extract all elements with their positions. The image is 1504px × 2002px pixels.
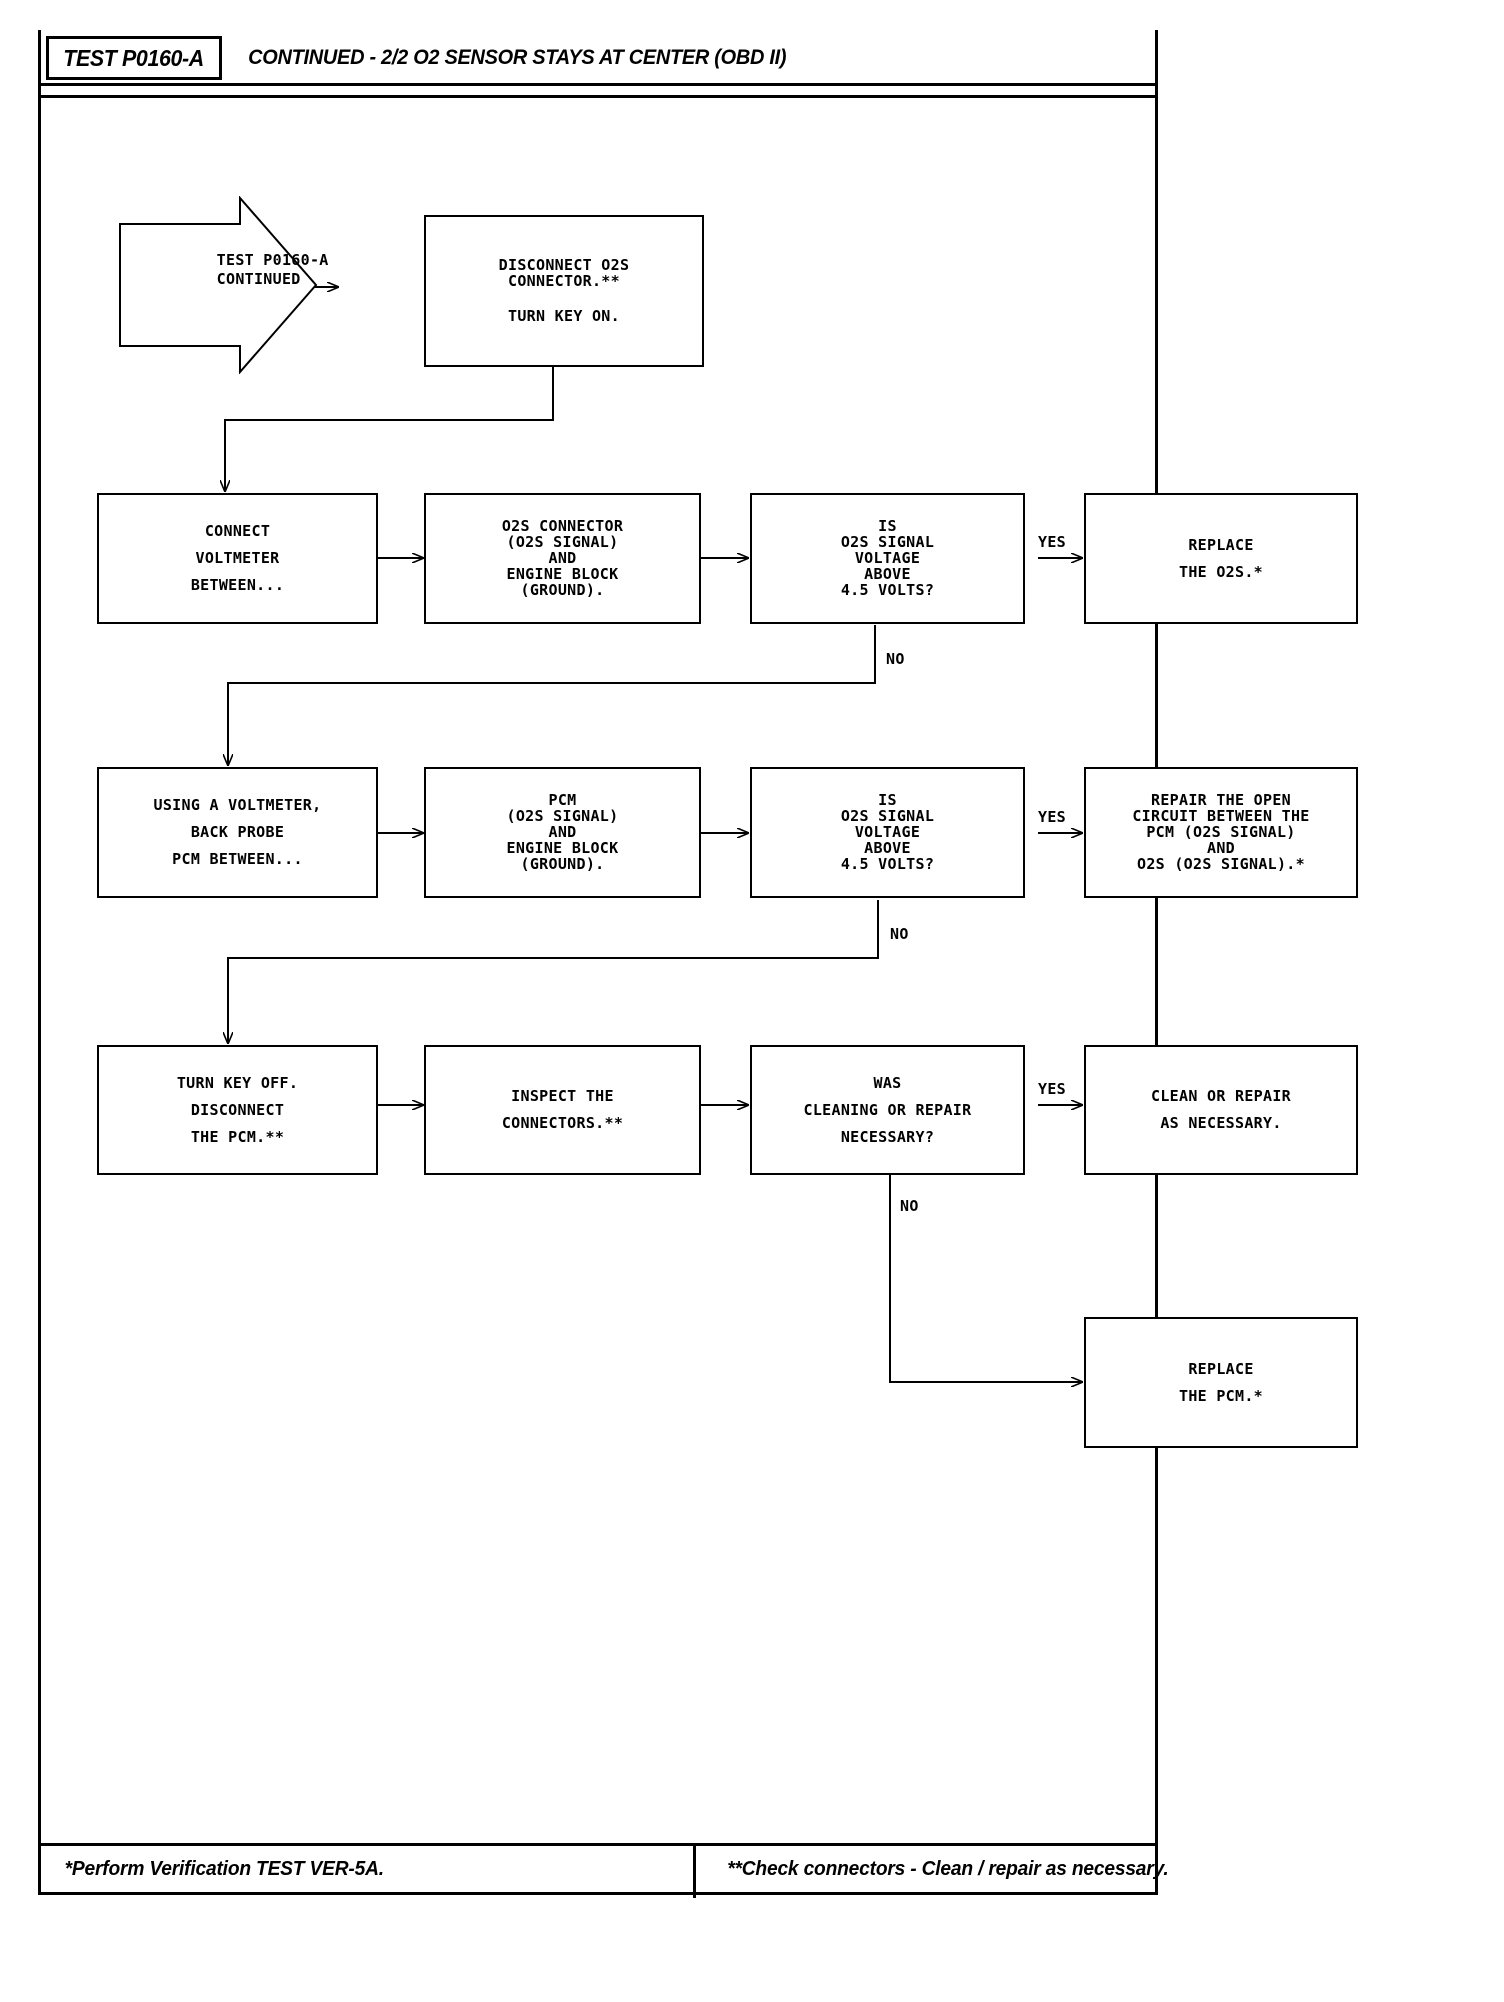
turn-key-off-line-2: THE PCM.** (190, 1127, 285, 1146)
edge-label-yes-2: YES (1038, 808, 1066, 826)
measure-point-o2s-connector[interactable]: O2S CONNECTOR (O2S SIGNAL) AND ENGINE BL… (424, 493, 701, 624)
header-rule (38, 95, 1158, 98)
footer-note-left-label: *Perform Verification TEST VER-5A. (64, 1857, 384, 1880)
turn-key-off-line-0: TURN KEY OFF. (176, 1073, 299, 1092)
edge-label-no-2: NO (890, 925, 909, 943)
pcm-signal-line-2: AND (548, 823, 577, 841)
step-disconnect-o2s-connector[interactable]: DISCONNECT O2S CONNECTOR.** TURN KEY ON. (424, 215, 704, 367)
decision-cleaning-or-repair-necessary[interactable]: WAS CLEANING OR REPAIR NECESSARY? (750, 1045, 1025, 1175)
replace-o2s-line-0: REPLACE (1188, 535, 1254, 554)
footer-note-right-label: **Check connectors - Clean / repair as n… (727, 1857, 1169, 1880)
o2s-connector-line-3: ENGINE BLOCK (506, 565, 619, 583)
decision-pcm-line-0: IS (878, 791, 897, 809)
decision-pcm-line-4: 4.5 VOLTS? (840, 855, 935, 873)
decision-o2s-line-2: VOLTAGE (854, 549, 921, 567)
o2s-connector-line-2: AND (548, 549, 577, 567)
clean-repair-line-1: AS NECESSARY. (1160, 1114, 1282, 1132)
action-replace-pcm[interactable]: REPLACE THE PCM.* (1084, 1317, 1358, 1448)
replace-pcm-line-1: THE PCM.* (1179, 1386, 1263, 1405)
o2s-connector-line-0: O2S CONNECTOR (501, 517, 624, 535)
decision-clean-line-0: WAS (873, 1073, 902, 1092)
repair-open-line-3: AND (1207, 839, 1235, 857)
test-id-label: TEST P0160-A (63, 44, 205, 71)
pcm-signal-line-1: (O2S SIGNAL) (506, 807, 619, 825)
decision-clean-line-1: CLEANING OR REPAIR (803, 1100, 972, 1119)
back-probe-line-1: BACK PROBE (190, 823, 285, 841)
edge-label-no-3: NO (900, 1197, 919, 1215)
action-clean-or-repair[interactable]: CLEAN OR REPAIR AS NECESSARY. (1084, 1045, 1358, 1175)
decision-pcm-line-1: O2S SIGNAL (840, 807, 935, 825)
edge-label-yes-3: YES (1038, 1080, 1066, 1098)
start-line-0: TEST P0160-A (216, 250, 329, 269)
decision-o2s-line-1: O2S SIGNAL (840, 533, 935, 551)
page-title: CONTINUED - 2/2 O2 SENSOR STAYS AT CENTE… (234, 36, 800, 80)
decision-o2s-line-3: ABOVE (864, 565, 911, 583)
footer-divider (693, 1846, 696, 1898)
footer-band: *Perform Verification TEST VER-5A. **Che… (38, 1843, 1169, 1898)
disconnect-line-3: TURN KEY ON. (508, 307, 620, 325)
start-line-1: CONTINUED (216, 269, 301, 288)
connector-continued-from: TEST P0160-A CONTINUED (118, 196, 328, 374)
repair-open-line-4: O2S (O2S SIGNAL).* (1137, 855, 1305, 873)
replace-o2s-line-1: THE O2S.* (1179, 562, 1263, 581)
inspect-line-1: CONNECTORS.** (501, 1114, 624, 1132)
decision-o2s-signal-above-4-5v[interactable]: IS O2S SIGNAL VOLTAGE ABOVE 4.5 VOLTS? (750, 493, 1025, 624)
connector-continued-from-text: TEST P0160-A CONTINUED (142, 232, 329, 307)
action-repair-open-circuit[interactable]: REPAIR THE OPEN CIRCUIT BETWEEN THE PCM … (1084, 767, 1358, 898)
measure-point-pcm-signal[interactable]: PCM (O2S SIGNAL) AND ENGINE BLOCK (GROUN… (424, 767, 701, 898)
footer-note-right: **Check connectors - Clean / repair as n… (718, 1846, 1178, 1892)
pcm-signal-line-3: ENGINE BLOCK (506, 839, 619, 857)
step-connect-voltmeter[interactable]: CONNECT VOLTMETER BETWEEN... (97, 493, 378, 624)
o2s-connector-line-4: (GROUND). (520, 581, 605, 599)
disconnect-line-1: CONNECTOR.** (508, 272, 620, 290)
connect-voltmeter-line-0: CONNECT (204, 522, 271, 540)
decision-clean-line-2: NECESSARY? (840, 1127, 935, 1146)
frame-right-border (1155, 30, 1158, 1895)
repair-open-line-0: REPAIR THE OPEN (1151, 791, 1291, 809)
action-replace-o2s[interactable]: REPLACE THE O2S.* (1084, 493, 1358, 624)
step-inspect-connectors[interactable]: INSPECT THE CONNECTORS.** (424, 1045, 701, 1175)
edge-label-no-1: NO (886, 650, 905, 668)
back-probe-line-0: USING A VOLTMETER, (153, 796, 322, 814)
connect-voltmeter-line-2: BETWEEN... (190, 576, 285, 594)
test-id-badge: TEST P0160-A (46, 36, 222, 80)
repair-open-line-1: CIRCUIT BETWEEN THE (1132, 807, 1310, 825)
decision-pcm-signal-above-4-5v[interactable]: IS O2S SIGNAL VOLTAGE ABOVE 4.5 VOLTS? (750, 767, 1025, 898)
clean-repair-line-0: CLEAN OR REPAIR (1151, 1087, 1291, 1105)
step-turn-key-off-disconnect-pcm[interactable]: TURN KEY OFF. DISCONNECT THE PCM.** (97, 1045, 378, 1175)
decision-pcm-line-2: VOLTAGE (854, 823, 921, 841)
disconnect-line-0: DISCONNECT O2S (498, 256, 630, 274)
frame-left-border (38, 30, 41, 1895)
repair-open-line-2: PCM (O2S SIGNAL) (1146, 823, 1296, 841)
connect-voltmeter-line-1: VOLTMETER (195, 549, 280, 567)
edge-label-yes-1: YES (1038, 533, 1066, 551)
replace-pcm-line-0: REPLACE (1188, 1359, 1254, 1378)
inspect-line-0: INSPECT THE (511, 1087, 614, 1105)
decision-pcm-line-3: ABOVE (864, 839, 911, 857)
pcm-signal-line-4: (GROUND). (520, 855, 605, 873)
header-band: TEST P0160-A CONTINUED - 2/2 O2 SENSOR S… (38, 30, 1158, 86)
o2s-connector-line-1: (O2S SIGNAL) (506, 533, 619, 551)
back-probe-line-2: PCM BETWEEN... (172, 850, 303, 868)
turn-key-off-line-1: DISCONNECT (190, 1100, 285, 1119)
step-back-probe-pcm[interactable]: USING A VOLTMETER, BACK PROBE PCM BETWEE… (97, 767, 378, 898)
pcm-signal-line-0: PCM (548, 791, 577, 809)
decision-o2s-line-4: 4.5 VOLTS? (840, 581, 935, 599)
footer-note-left: *Perform Verification TEST VER-5A. (58, 1846, 391, 1892)
decision-o2s-line-0: IS (878, 517, 897, 535)
page-title-label: CONTINUED - 2/2 O2 SENSOR STAYS AT CENTE… (248, 46, 787, 69)
